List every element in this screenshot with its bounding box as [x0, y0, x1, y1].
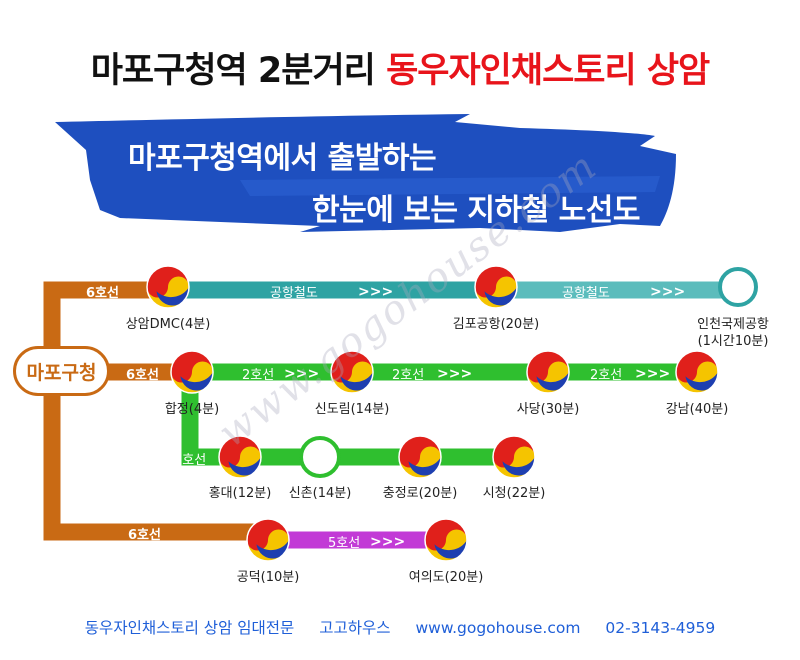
station-sinchon-label: 신촌(14분) [288, 486, 352, 501]
direction-arrows: >>> >>> >>> >>> >>> >>> [284, 284, 685, 550]
line2-label-a: 2호선 [242, 368, 275, 383]
station-sangam-label: 상암DMC(4분) [125, 317, 211, 332]
station-gongdeok-label: 공덕(10분) [236, 570, 300, 585]
footer-url-link[interactable]: www.gogohouse.com [415, 619, 581, 637]
station-gangnam-label: 강남(40분) [665, 402, 729, 417]
station-sangam-marker [146, 265, 190, 309]
airport-label-a: 공항철도 [270, 286, 318, 301]
line2-label-c: 2호선 [590, 368, 623, 383]
footer-property: 동우자인채스토리 상암 임대전문 [84, 619, 295, 637]
line6-bottom-label: 6호선 [128, 528, 161, 543]
station-yeouido-label: 여의도(20분) [408, 570, 484, 585]
page-title: 마포구청역 2분거리 동우자인채스토리 상암 [0, 42, 800, 93]
line2-label-b: 2호선 [392, 368, 425, 383]
station-incheon-node [718, 267, 758, 307]
title-main: 마포구청역 2분거리 [90, 51, 387, 91]
svg-text:>>>: >>> [370, 534, 405, 550]
station-hongdae-label: 홍대(12분) [208, 486, 272, 501]
station-chungjeongno-marker [398, 435, 442, 479]
origin-station-mapo-gu-office: 마포구청 [13, 346, 110, 396]
station-hongdae-marker [218, 435, 262, 479]
footer-agency: 고고하우스 [319, 619, 391, 637]
station-sinchon-node [299, 436, 341, 478]
station-sadang-label: 사당(30분) [516, 402, 580, 417]
station-chungjeongno-label: 충정로(20분) [382, 486, 458, 501]
station-cityhall-marker [492, 435, 536, 479]
svg-text:>>>: >>> [284, 366, 319, 382]
line5-label: 5호선 [328, 536, 361, 551]
footer-phone: 02-3143-4959 [605, 619, 716, 637]
station-cityhall-label: 시청(22분) [482, 486, 546, 501]
svg-text:>>>: >>> [437, 366, 472, 382]
station-sindorim-label: 신도림(14분) [314, 402, 390, 417]
station-gangnam-marker [675, 350, 719, 394]
station-yeouido-marker [424, 518, 468, 562]
station-gimpo-marker [474, 265, 518, 309]
station-sadang-marker [526, 350, 570, 394]
station-incheon-label: 인천국제공항 [697, 317, 769, 332]
station-gimpo-label: 김포공항(20분) [452, 317, 540, 332]
line6-route [43, 281, 279, 541]
banner-line1: 마포구청역에서 출발하는 [128, 141, 437, 176]
station-incheon-time: (1시간10분) [697, 334, 769, 349]
footer: 동우자인채스토리 상암 임대전문 고고하우스 www.gogohouse.com… [0, 616, 800, 638]
station-hapjeong-label: 합정(4분) [164, 402, 220, 417]
line6-top-label: 6호선 [86, 286, 119, 301]
svg-text:>>>: >>> [358, 284, 393, 300]
station-gongdeok-marker [246, 518, 290, 562]
line2-branch-label: 2호선 [174, 453, 207, 468]
airport-label-b: 공항철도 [562, 286, 610, 301]
svg-text:>>>: >>> [650, 284, 685, 300]
line6-mid-label: 6호선 [126, 368, 159, 383]
svg-text:>>>: >>> [635, 366, 670, 382]
station-sindorim-marker [330, 350, 374, 394]
station-hapjeong-marker [170, 350, 214, 394]
title-highlight: 동우자인채스토리 상암 [386, 51, 710, 91]
banner-line2: 한눈에 보는 지하철 노선도 [312, 193, 640, 228]
